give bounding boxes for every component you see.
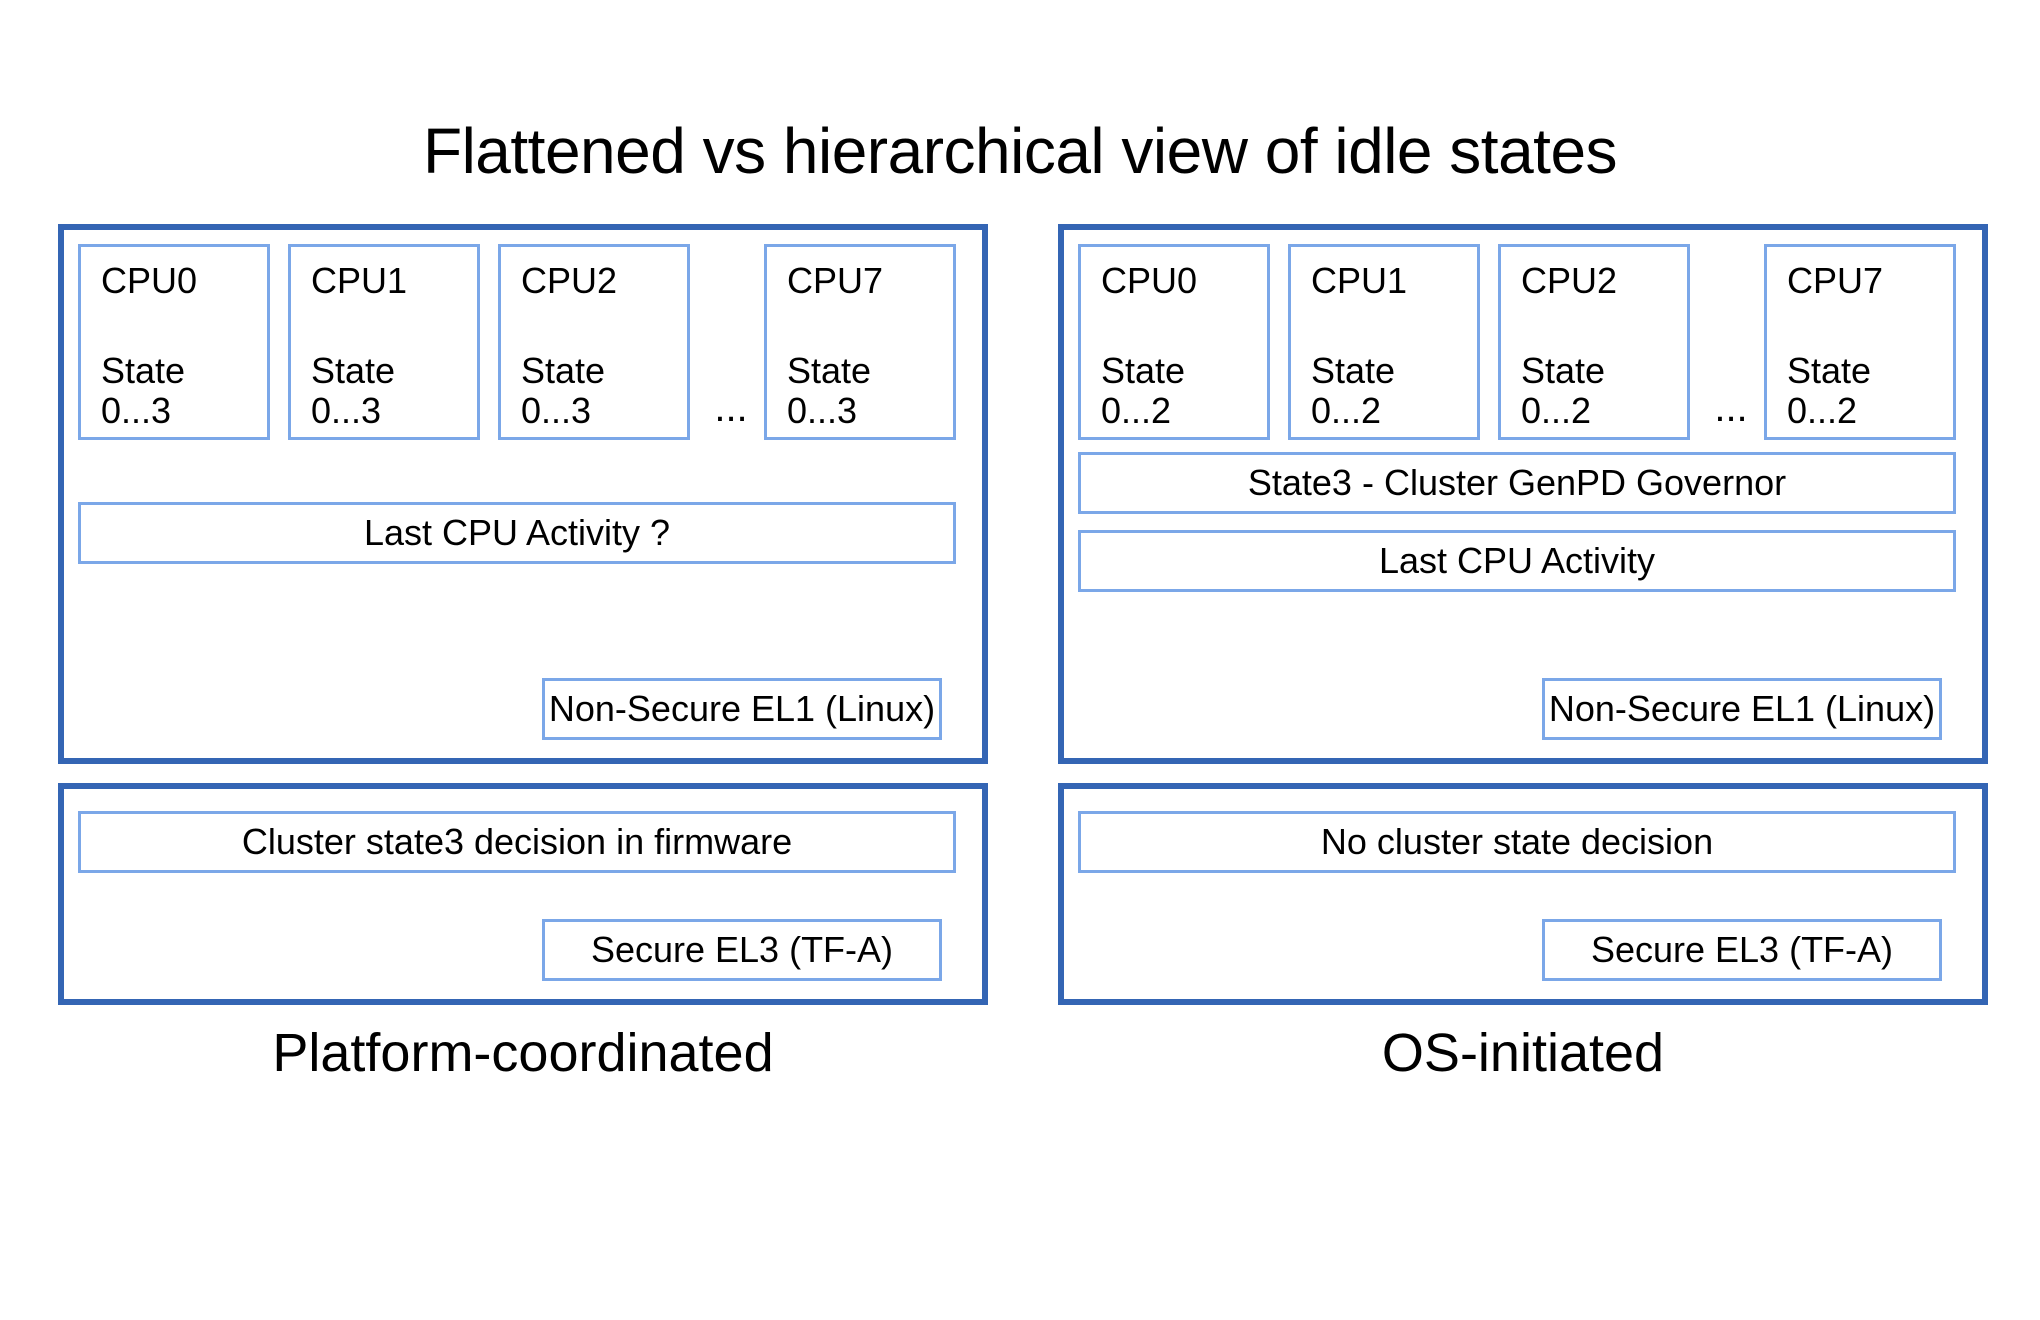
cpu-state-label: State — [1521, 350, 1606, 391]
cpu-state-range: 0...2 — [1787, 390, 1858, 432]
left-exception-level-el3[interactable]: Secure EL3 (TF-A) — [542, 919, 942, 981]
cpu-name: CPU2 — [1521, 260, 1618, 301]
cpu-name: CPU7 — [1787, 260, 1884, 301]
cpu-name: CPU7 — [787, 260, 884, 301]
cpu-state-range: 0...3 — [311, 390, 382, 432]
caption-os-initiated: OS-initiated — [1381, 1023, 1665, 1083]
left-exception-level-el1[interactable]: Non-Secure EL1 (Linux) — [542, 678, 942, 740]
cpu-name: CPU2 — [521, 260, 618, 301]
right-exception-level-el1[interactable]: Non-Secure EL1 (Linux) — [1542, 678, 1942, 740]
page-title: Flattened vs hierarchical view of idle s… — [422, 115, 1618, 187]
cpu-name: CPU0 — [101, 260, 198, 301]
bar-label: Cluster state3 decision in firmware — [241, 821, 793, 862]
bar-label: Last CPU Activity ? — [363, 512, 671, 553]
exception-level-label: Secure EL3 (TF-A) — [590, 929, 894, 970]
cpu-state-range: 0...2 — [1101, 390, 1172, 432]
left-last-cpu-activity-bar[interactable]: Last CPU Activity ? — [78, 502, 956, 564]
right-last-cpu-activity-bar[interactable]: Last CPU Activity — [1078, 530, 1956, 592]
cpu-state-label: State — [101, 350, 186, 391]
bar-label: Last CPU Activity — [1378, 540, 1656, 581]
left-cpu-ellipsis: ... — [714, 386, 748, 430]
bar-label: No cluster state decision — [1320, 821, 1714, 862]
right-firmware-panel: No cluster state decision Secure EL3 (TF… — [1058, 783, 1988, 1005]
right-cpu-ellipsis: ... — [1714, 386, 1748, 430]
exception-level-label: Secure EL3 (TF-A) — [1590, 929, 1894, 970]
cpu-state-label: State — [311, 350, 396, 391]
cpu-state-label: State — [1101, 350, 1186, 391]
exception-level-label: Non-Secure EL1 (Linux) — [1548, 688, 1936, 729]
exception-level-label: Non-Secure EL1 (Linux) — [548, 688, 936, 729]
cpu-name: CPU1 — [1311, 260, 1408, 301]
right-exception-level-el3[interactable]: Secure EL3 (TF-A) — [1542, 919, 1942, 981]
cpu-state-range: 0...2 — [1521, 390, 1592, 432]
cpu-name: CPU0 — [1101, 260, 1198, 301]
cpu-state-range: 0...3 — [101, 390, 172, 432]
cpu-state-range: 0...3 — [521, 390, 592, 432]
cpu-state-label: State — [521, 350, 606, 391]
left-firmware-panel: Cluster state3 decision in firmware Secu… — [58, 783, 988, 1005]
cpu-state-label: State — [1311, 350, 1396, 391]
cpu-name: CPU1 — [311, 260, 408, 301]
caption-platform-coordinated: Platform-coordinated — [272, 1023, 774, 1083]
cpu-state-range: 0...3 — [787, 390, 858, 432]
left-cluster-decision-bar[interactable]: Cluster state3 decision in firmware — [78, 811, 956, 873]
cpu-state-label: State — [1787, 350, 1872, 391]
cpu-state-label: State — [787, 350, 872, 391]
cpu-state-range: 0...2 — [1311, 390, 1382, 432]
bar-label: State3 - Cluster GenPD Governor — [1247, 462, 1787, 503]
right-cluster-decision-bar[interactable]: No cluster state decision — [1078, 811, 1956, 873]
right-cluster-genpd-governor-bar[interactable]: State3 - Cluster GenPD Governor — [1078, 452, 1956, 514]
